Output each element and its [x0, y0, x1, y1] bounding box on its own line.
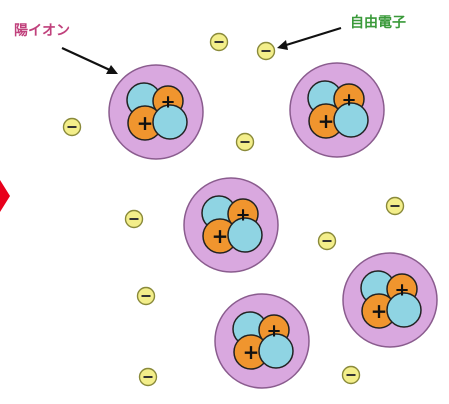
- plus-sign: +: [212, 224, 229, 248]
- neutron: [386, 292, 422, 328]
- free-electron: [256, 41, 276, 61]
- plus-sign: +: [341, 89, 356, 110]
- cation-pointer-arrow: [61, 47, 118, 74]
- neutron: [258, 333, 294, 369]
- electron-pointer-arrow: [277, 26, 342, 50]
- plus-sign: +: [394, 279, 409, 300]
- transition-arrow-tip: [0, 180, 10, 212]
- free-electron: [209, 32, 229, 52]
- free-electron: [385, 196, 405, 216]
- cations-layer: ++++++++++: [108, 62, 438, 389]
- plus-sign: +: [160, 91, 175, 112]
- cation: ++: [342, 252, 438, 348]
- plus-sign: +: [318, 109, 335, 133]
- neutron: [333, 102, 369, 138]
- plus-sign: +: [371, 299, 388, 323]
- plus-sign: +: [243, 340, 260, 364]
- free-electron: [62, 117, 82, 137]
- neutron: [152, 104, 188, 140]
- neutron: [227, 217, 263, 253]
- plus-sign: +: [266, 320, 281, 341]
- plus-sign: +: [235, 204, 250, 225]
- cation: ++: [183, 177, 279, 273]
- free-electron: [235, 132, 255, 152]
- free-electron: [341, 365, 361, 385]
- free-electron: [136, 286, 156, 306]
- cation: ++: [214, 293, 310, 389]
- cation: ++: [108, 64, 204, 160]
- cation: ++: [289, 62, 385, 158]
- plus-sign: +: [137, 111, 154, 135]
- free-electron: [138, 367, 158, 387]
- free-electron: [124, 209, 144, 229]
- cation-label: 陽イオン: [14, 23, 70, 39]
- free-electron: [317, 231, 337, 251]
- free-electrons-layer: [62, 32, 405, 387]
- free-electron-label: 自由電子: [350, 15, 406, 31]
